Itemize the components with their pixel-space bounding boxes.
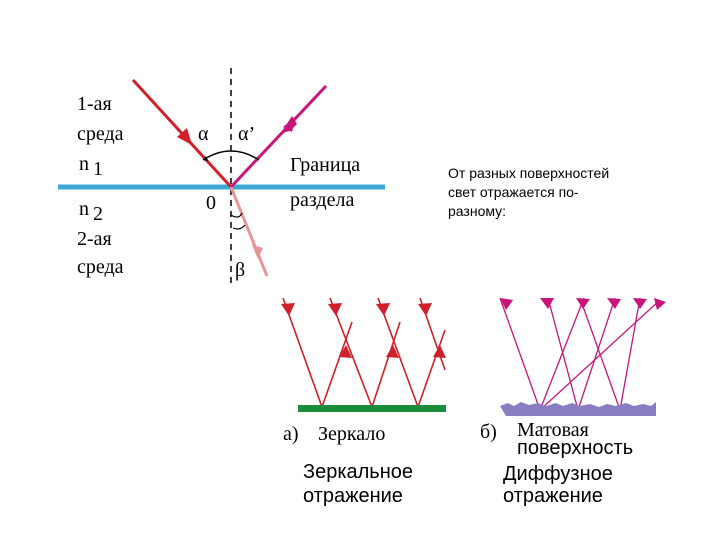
medium1-index-sub: 1 xyxy=(93,158,103,180)
angle-alpha-label: α xyxy=(198,123,209,145)
note-line3: разному: xyxy=(448,203,507,219)
incident-arrow xyxy=(177,128,192,145)
diffuse-arrow xyxy=(500,298,513,310)
medium2-label-line2: среда xyxy=(77,256,124,278)
point-label: 0 xyxy=(206,192,216,214)
medium1-label-line1: 1-ая xyxy=(77,93,112,115)
medium1-label-line2: среда xyxy=(77,123,124,145)
specular-title-line1: Зеркальное xyxy=(303,461,413,483)
angle-alpha-prime-label: α’ xyxy=(238,123,255,145)
medium2-index-sub: 2 xyxy=(93,203,103,225)
specular-incident-arrow xyxy=(281,303,295,316)
medium2-index: n xyxy=(79,198,89,220)
note-line1: От разных поверхностей xyxy=(448,165,610,181)
explanation-note: От разных поверхностей свет отражается п… xyxy=(448,164,680,221)
matte-surface xyxy=(500,402,656,416)
angle-beta-label: β xyxy=(235,259,245,281)
angle-arc-alpha-alpha-prime xyxy=(202,150,260,161)
refracted-ray xyxy=(229,186,269,277)
refracted-arrow xyxy=(252,245,263,259)
boundary-label-line1: Граница xyxy=(290,154,360,176)
specular-reflected-arrow xyxy=(339,345,352,358)
specular-reflection-diagram xyxy=(281,297,446,412)
diffuse-title-line2: отражение xyxy=(503,485,603,507)
medium2-label-line1: 2-ая xyxy=(77,228,112,250)
angle-arc-beta xyxy=(230,212,243,218)
specular-surface-label: Зеркало xyxy=(318,423,385,445)
reflected-ray xyxy=(229,84,328,189)
refraction-diagram: 1-ая среда n 1 n 2 2-ая среда Граница ра… xyxy=(58,68,385,285)
diffuse-surface-label-line2: поверхность xyxy=(517,437,633,459)
boundary-label-line2: раздела xyxy=(290,189,354,211)
mirror-surface xyxy=(298,405,446,412)
diffuse-caption-letter: б) xyxy=(480,421,497,443)
diffuse-reflection-diagram xyxy=(499,297,666,416)
diffuse-surface-label-line1: Матовая xyxy=(517,419,589,441)
medium1-index: n xyxy=(79,153,89,175)
specular-title-line2: отражение xyxy=(303,485,403,507)
note-line2: свет отражается по- xyxy=(448,184,579,200)
specular-caption-letter: а) xyxy=(283,423,299,445)
diffuse-title-line1: Диффузное xyxy=(503,463,613,485)
